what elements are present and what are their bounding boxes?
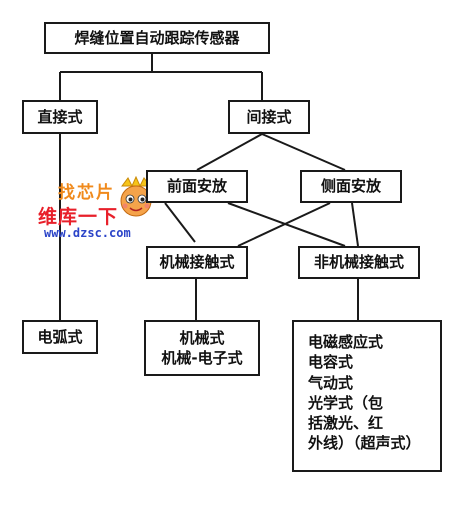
- watermark-line3: www.dzsc.com: [44, 226, 131, 240]
- node-root: 焊缝位置自动跟踪传感器: [44, 22, 270, 54]
- node-nonmech-contact-label: 非机械接触式: [313, 253, 404, 272]
- mech-type-item: 机械-电子式: [161, 349, 243, 367]
- edge-front-mech: [164, 202, 196, 243]
- nonmech-types-list: 电磁感应式 电容式 气动式 光学式（包 括激光、红 外线）（超声式）: [308, 332, 421, 454]
- mech-type-item: 机械式: [179, 328, 225, 347]
- edge-front-nonmech: [227, 202, 346, 247]
- mech-types-list: 机械式 机械-电子式: [161, 328, 242, 369]
- node-mech-contact-label: 机械接触式: [159, 253, 235, 272]
- nonmech-type-item: 电磁感应式: [308, 333, 384, 351]
- mascot-icon: [120, 176, 152, 217]
- node-nonmech-types: 电磁感应式 电容式 气动式 光学式（包 括激光、红 外线）（超声式）: [292, 320, 442, 472]
- edge-side-nonmech: [351, 202, 359, 247]
- node-arc-label: 电弧式: [37, 327, 83, 346]
- node-indirect: 间接式: [228, 100, 310, 134]
- watermark-line2: 维库一下: [38, 206, 119, 228]
- node-nonmech-contact: 非机械接触式: [298, 246, 420, 279]
- watermark: 找芯片 维库一下 www.dzsc.com: [30, 176, 180, 246]
- node-root-label: 焊缝位置自动跟踪传感器: [74, 28, 240, 47]
- node-direct: 直接式: [22, 100, 98, 134]
- node-arc: 电弧式: [22, 320, 98, 354]
- edge-side-mech: [237, 202, 331, 247]
- nonmech-type-item: 电容式: [308, 353, 354, 372]
- nonmech-type-item: 气动式: [308, 373, 354, 392]
- nonmech-type-item: 光学式（包: [308, 393, 384, 412]
- edge-indirect-front: [196, 133, 263, 171]
- node-direct-label: 直接式: [37, 107, 83, 126]
- node-indirect-label: 间接式: [246, 107, 292, 126]
- edge-indirect-side: [261, 133, 346, 171]
- watermark-line1: 找芯片: [58, 183, 115, 203]
- node-front: 前面安放: [146, 170, 248, 203]
- node-side: 侧面安放: [300, 170, 402, 203]
- nonmech-type-item: 括激光、红: [308, 414, 384, 432]
- node-mech-types: 机械式 机械-电子式: [144, 320, 260, 376]
- node-mech-contact: 机械接触式: [146, 246, 248, 279]
- node-front-label: 前面安放: [166, 177, 227, 196]
- node-side-label: 侧面安放: [320, 177, 381, 196]
- nonmech-type-item: 外线）（超声式）: [308, 434, 421, 453]
